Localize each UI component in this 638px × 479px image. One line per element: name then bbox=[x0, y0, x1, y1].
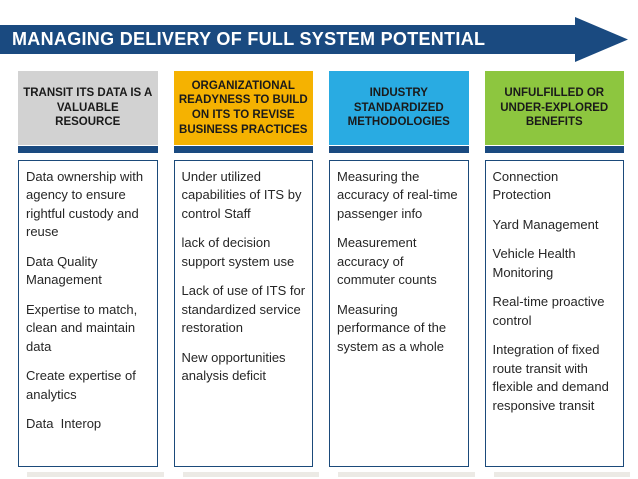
body-item: lack of decision support system use bbox=[181, 235, 295, 269]
body-item: Measurement accuracy of commuter counts bbox=[337, 235, 437, 288]
body-item: Data Quality Management bbox=[26, 253, 102, 288]
column-body: Data ownership with agency to ensure rig… bbox=[18, 160, 163, 477]
body-item: Vehicle Health Monitoring bbox=[492, 246, 580, 280]
body-item: Real-time proactive control bbox=[492, 294, 609, 328]
body-item: Measuring performance of the system as a… bbox=[337, 301, 450, 354]
header-underline bbox=[329, 146, 469, 153]
column-header: INDUSTRY STANDARDIZED METHODOLOGIES bbox=[329, 71, 469, 145]
body-item: New opportunities analysis deficit bbox=[181, 349, 290, 384]
header-underline bbox=[173, 146, 313, 153]
body-item: Integration of fixed route transit with … bbox=[492, 342, 613, 413]
body-item: Under utilized capabilities of ITS by co… bbox=[181, 169, 306, 221]
body-item: Create expertise of analytics bbox=[26, 368, 140, 402]
column-unexplored-benefits: UNFULFILLED OR UNDER-EXPLORED BENEFITS C… bbox=[484, 71, 630, 477]
body-item: Data ownership with agency to ensure rig… bbox=[26, 169, 147, 240]
body-item: Data Interop bbox=[26, 415, 102, 431]
column-org-readiness: ORGANIZATIONAL READYNESS TO BUILD ON ITS… bbox=[173, 71, 319, 477]
slide-title: MANAGING DELIVERY OF FULL SYSTEM POTENTI… bbox=[12, 29, 486, 49]
body-item: Measuring the accuracy of real-time pass… bbox=[337, 169, 462, 221]
column-header: UNFULFILLED OR UNDER-EXPLORED BENEFITS bbox=[484, 71, 624, 145]
column-header: TRANSIT ITS DATA IS A VALUABLE RESOURCE bbox=[18, 71, 158, 145]
category-columns: TRANSIT ITS DATA IS A VALUABLE RESOURCE … bbox=[18, 71, 630, 477]
column-body: Connection Protection Yard Management Ve… bbox=[484, 160, 630, 477]
body-item: Expertise to match, clean and maintain d… bbox=[26, 301, 141, 354]
body-item: Connection Protection bbox=[492, 169, 562, 203]
header-underline bbox=[18, 146, 158, 153]
column-body: Under utilized capabilities of ITS by co… bbox=[173, 160, 319, 477]
column-industry-methodologies: INDUSTRY STANDARDIZED METHODOLOGIES Meas… bbox=[329, 71, 474, 477]
column-body: Measuring the accuracy of real-time pass… bbox=[329, 160, 474, 477]
banner-arrow-icon bbox=[575, 17, 628, 62]
body-item: Lack of use of ITS for standardized serv… bbox=[181, 283, 309, 336]
column-header: ORGANIZATIONAL READYNESS TO BUILD ON ITS… bbox=[173, 71, 313, 145]
body-item: Yard Management bbox=[492, 216, 599, 232]
title-banner: MANAGING DELIVERY OF FULL SYSTEM POTENTI… bbox=[0, 25, 576, 54]
column-transit-data: TRANSIT ITS DATA IS A VALUABLE RESOURCE … bbox=[18, 71, 163, 477]
header-underline bbox=[484, 146, 624, 153]
